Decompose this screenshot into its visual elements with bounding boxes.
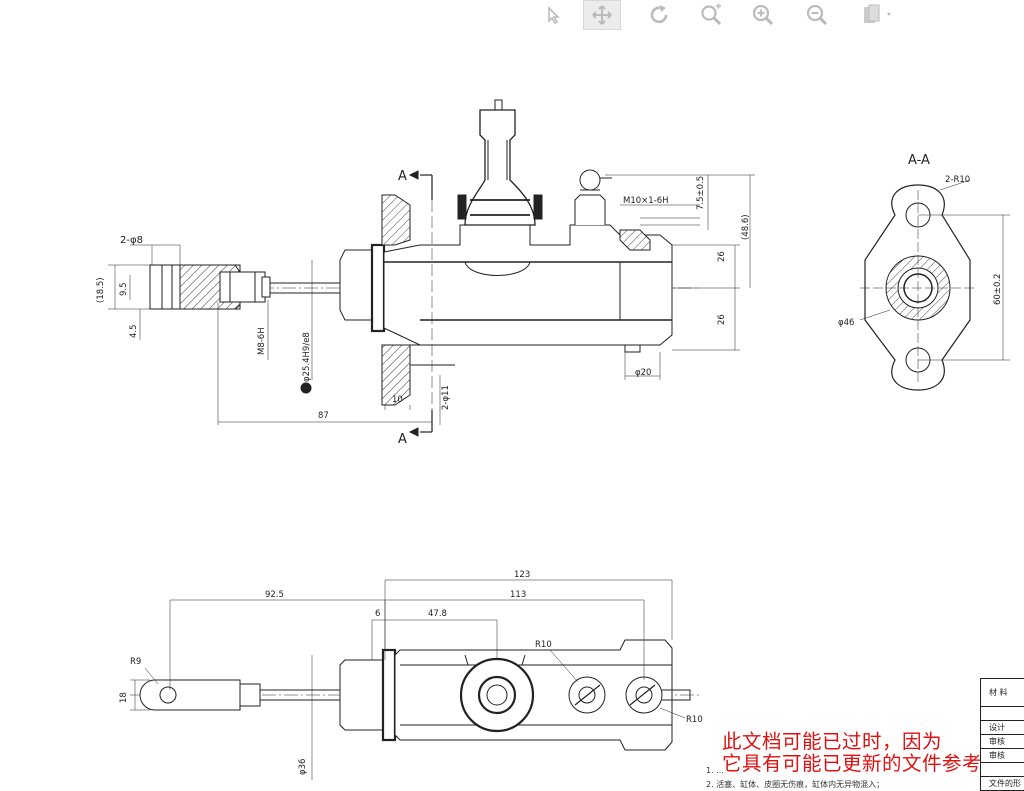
tb-blank-2 bbox=[981, 763, 1024, 777]
dim-9-5: 9.5 bbox=[119, 282, 129, 296]
layers-icon bbox=[864, 4, 891, 23]
pan-tool[interactable] bbox=[583, 0, 621, 30]
tb-design: 设计 bbox=[981, 721, 1024, 735]
zoom-in-icon bbox=[752, 4, 774, 26]
move-icon bbox=[592, 5, 612, 25]
dim-10: 10 bbox=[392, 395, 403, 405]
section-mark-top: A bbox=[398, 169, 407, 184]
dim-92-5: 92.5 bbox=[265, 590, 284, 600]
dim-m8: M8-6H bbox=[257, 327, 267, 355]
dim-phi36: φ36 bbox=[298, 759, 308, 775]
zoom-in-tool[interactable] bbox=[744, 0, 782, 30]
dim-87: 87 bbox=[318, 411, 329, 421]
tb-check: 审核 bbox=[981, 749, 1024, 763]
tb-file: 文件的形 bbox=[989, 779, 1021, 788]
viewer-toolbar bbox=[532, 0, 932, 32]
dim-2r10: 2-R10 bbox=[945, 175, 970, 185]
dim-7-5: 7.5±0.5 bbox=[696, 176, 706, 210]
note-line-1: 1. ... bbox=[706, 766, 724, 775]
dim-r10b: R10 bbox=[686, 715, 703, 725]
cursor-icon bbox=[548, 6, 560, 25]
tb-blank bbox=[981, 707, 1024, 721]
layers-tool[interactable] bbox=[858, 0, 896, 30]
title-block: 材 料 设计 审核 审核 文件的形 bbox=[980, 678, 1024, 791]
tb-material: 材 料 bbox=[981, 679, 1024, 707]
dim-r10a: R10 bbox=[535, 640, 552, 650]
section-title: A-A bbox=[908, 153, 930, 168]
tb-review: 审核 bbox=[981, 735, 1024, 749]
dim-48-6: (48.6) bbox=[741, 214, 751, 240]
dim-2phi8: 2-φ8 bbox=[120, 235, 143, 246]
dim-47-8: 47.8 bbox=[428, 609, 447, 619]
dim-phi25: φ25.4H9/e8 bbox=[302, 332, 312, 382]
select-tool[interactable] bbox=[534, 0, 572, 30]
section-mark-bottom: A bbox=[398, 432, 407, 447]
dim-6: 6 bbox=[375, 609, 380, 619]
dim-4-5: 4.5 bbox=[129, 324, 139, 338]
dim-26a: 26 bbox=[717, 251, 727, 262]
dim-2phi11: 2-φ11 bbox=[441, 385, 451, 410]
rotate-tool[interactable] bbox=[640, 0, 678, 30]
dim-113: 113 bbox=[510, 590, 526, 600]
dim-18: 18 bbox=[119, 692, 129, 703]
dim-26b: 26 bbox=[717, 314, 727, 325]
zoom-out-tool[interactable] bbox=[798, 0, 836, 30]
dim-m10: M10×1-6H bbox=[623, 196, 669, 206]
zoom-out-icon bbox=[806, 4, 828, 26]
outdated-warning-line-2: 它具有可能已更新的文件参考 bbox=[722, 752, 983, 775]
zoom-region-icon bbox=[701, 3, 722, 26]
dim-60: 60±0.2 bbox=[993, 274, 1003, 305]
note-line-2: 2. 活塞、缸体、皮圈无伤痕，缸体内无异物混入； bbox=[706, 780, 885, 789]
dim-123: 123 bbox=[514, 570, 530, 580]
dim-18-5: (18.5) bbox=[96, 277, 106, 303]
zoom-region-tool[interactable] bbox=[692, 0, 730, 30]
dim-phi46: φ46 bbox=[838, 318, 854, 328]
outdated-warning-line-1: 此文档可能已过时，因为 bbox=[722, 730, 943, 753]
dim-phi20: φ20 bbox=[635, 368, 651, 378]
rotate-icon bbox=[650, 5, 668, 24]
dim-r9: R9 bbox=[130, 657, 141, 667]
